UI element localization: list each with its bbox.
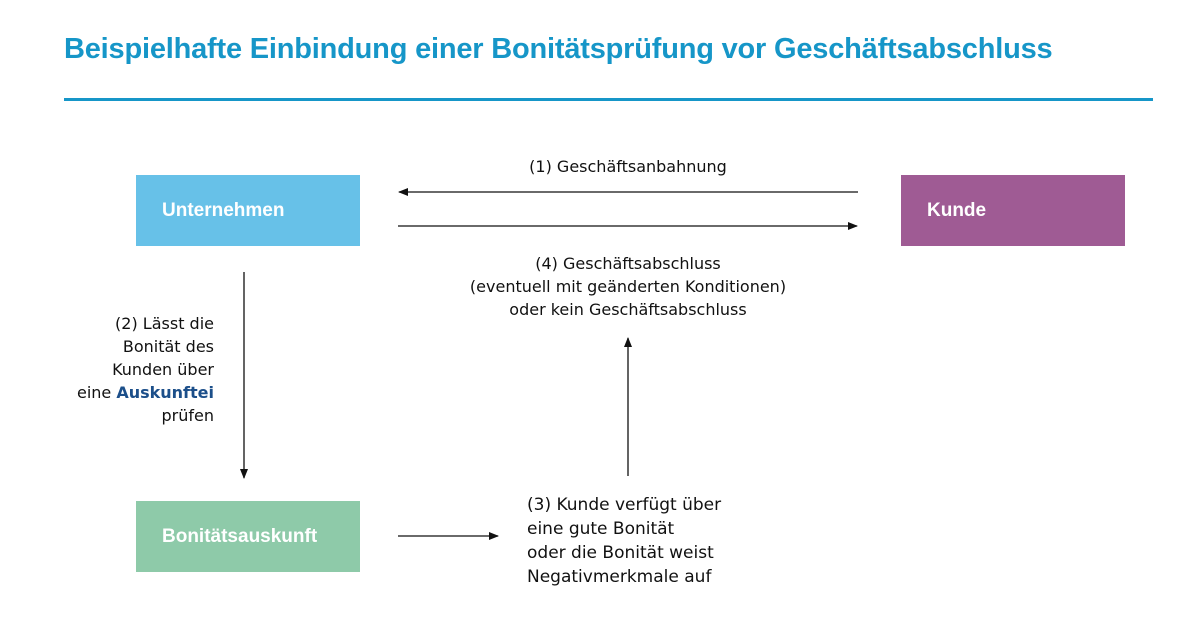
step3-line3: oder die Bonität weist xyxy=(527,543,714,563)
step4-label: (4) Geschäftsabschluss (eventuell mit ge… xyxy=(398,252,858,321)
node-bonitaetsauskunft: Bonitätsauskunft xyxy=(136,501,360,572)
step3-line1: (3) Kunde verfügt über xyxy=(527,495,722,515)
page-title: Beispielhafte Einbindung einer Bonitätsp… xyxy=(64,33,1053,65)
node-kunde-label: Kunde xyxy=(927,199,987,221)
step2-label: (2) Lässt die Bonität des Kunden über ei… xyxy=(40,312,214,427)
auskunftei-highlight: Auskunftei xyxy=(116,383,214,402)
step2-line4: eine Auskunftei xyxy=(40,381,214,404)
step2-line1: (2) Lässt die xyxy=(115,314,214,333)
node-unternehmen: Unternehmen xyxy=(136,175,360,246)
step4-line1: (4) Geschäftsabschluss xyxy=(535,254,721,273)
title-divider xyxy=(64,98,1153,101)
step2-line2: Bonität des xyxy=(122,337,214,356)
step1-label: (1) Geschäftsanbahnung xyxy=(529,157,727,176)
node-unternehmen-label: Unternehmen xyxy=(162,199,285,221)
step3-line2: eine gute Bonität xyxy=(527,519,675,539)
step3-label: (3) Kunde verfügt über eine gute Bonität… xyxy=(527,493,721,589)
node-kunde: Kunde xyxy=(901,175,1125,246)
step3-line4: Negativmerkmale auf xyxy=(527,567,712,587)
step2-line5: prüfen xyxy=(161,406,215,425)
node-bonitaetsauskunft-label: Bonitätsauskunft xyxy=(162,525,318,547)
step4-line3: oder kein Geschäftsabschluss xyxy=(509,300,747,319)
step2-line3: Kunden über xyxy=(112,360,214,379)
step4-line2: (eventuell mit geänderten Konditionen) xyxy=(469,277,787,296)
step2-line4-prefix: eine xyxy=(76,383,117,402)
